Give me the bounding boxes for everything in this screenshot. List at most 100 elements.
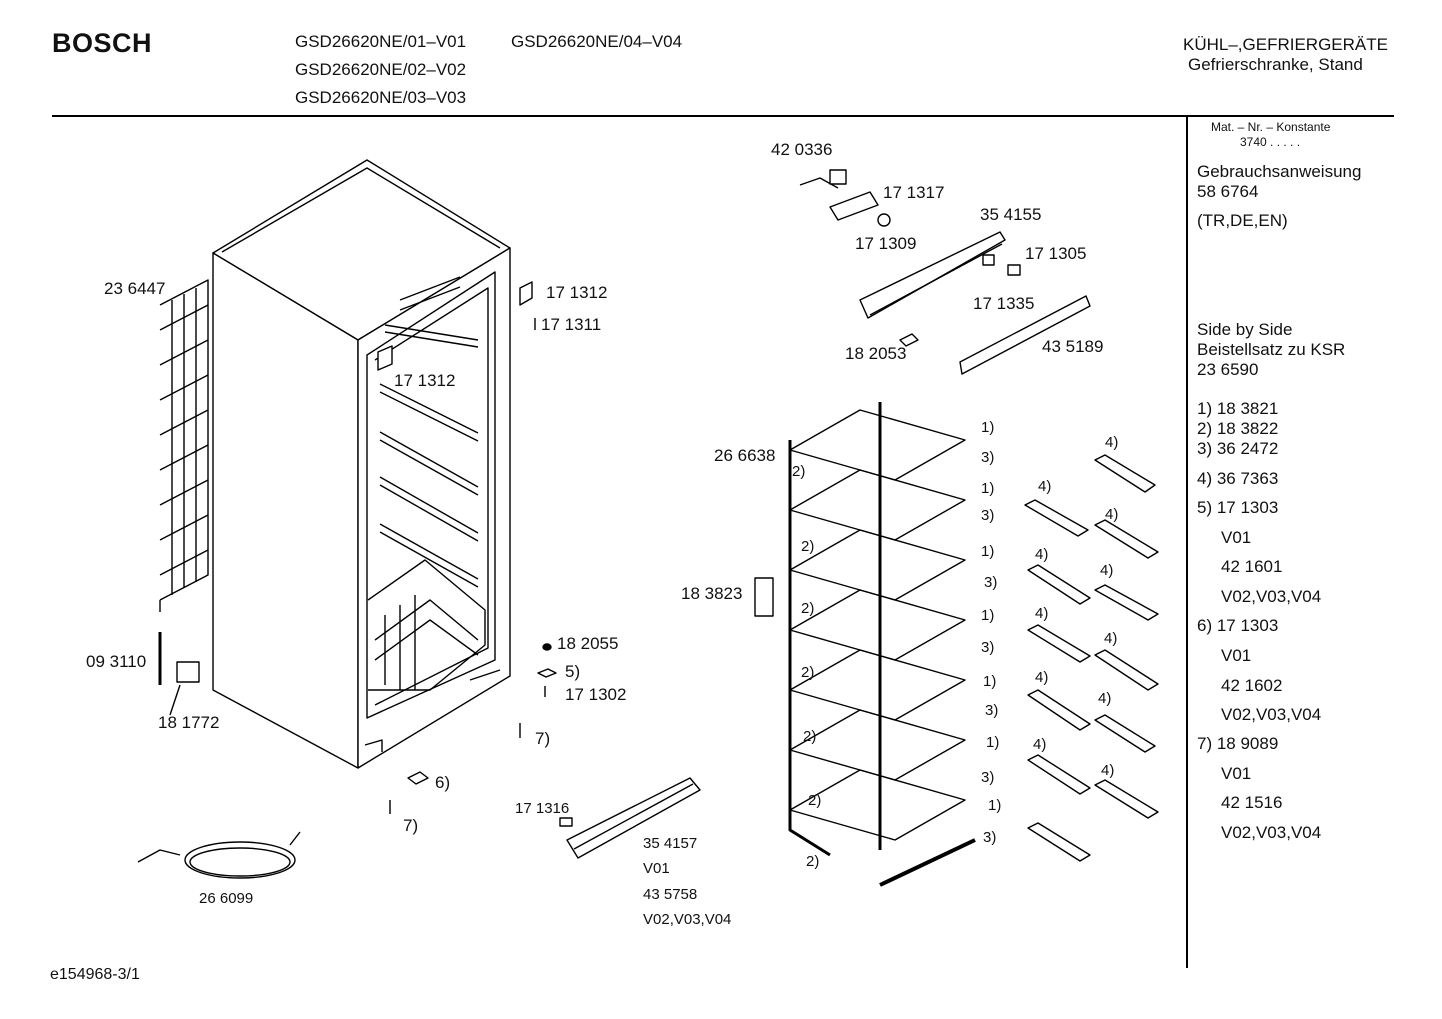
control-panel-parts bbox=[799, 169, 1091, 375]
callout: 1) bbox=[986, 734, 1000, 751]
part-label: 35 4157 bbox=[643, 835, 698, 852]
callout: 4) bbox=[1033, 736, 1047, 753]
note-item: 3) 36 2472 bbox=[1197, 439, 1279, 458]
rack-clips bbox=[1024, 454, 1159, 862]
callout: 3) bbox=[985, 702, 999, 719]
note-item: 7) 18 9089 bbox=[1197, 734, 1279, 753]
callout: 4) bbox=[1035, 605, 1049, 622]
part-label: 43 5758 bbox=[643, 886, 698, 903]
part-label: 17 1335 bbox=[973, 294, 1035, 313]
model-number: GSD26620NE/04–V04 bbox=[511, 32, 683, 51]
callout: 1) bbox=[988, 797, 1002, 814]
callout: 4) bbox=[1105, 506, 1119, 523]
callout: 3) bbox=[983, 829, 997, 846]
part-label: 17 1317 bbox=[883, 183, 945, 202]
model-number: GSD26620NE/02–V02 bbox=[295, 60, 467, 79]
part-label: 5) bbox=[565, 662, 581, 681]
note-item: V02,V03,V04 bbox=[1221, 705, 1322, 724]
part-label: 7) bbox=[535, 729, 551, 748]
part-label: 17 1309 bbox=[855, 234, 917, 253]
part-label: 7) bbox=[403, 816, 419, 835]
note-item: 2) 18 3822 bbox=[1197, 419, 1279, 438]
note-item: 42 1602 bbox=[1221, 676, 1283, 695]
callout: 2) bbox=[801, 600, 815, 617]
part-label: 35 4155 bbox=[980, 205, 1042, 224]
model-number: GSD26620NE/01–V01 bbox=[295, 32, 467, 51]
part-label: 18 2053 bbox=[845, 344, 907, 363]
part-label: 17 1312 bbox=[394, 371, 456, 390]
callout: 4) bbox=[1098, 690, 1112, 707]
callout: 1) bbox=[981, 480, 995, 497]
evaporator-racks bbox=[754, 402, 976, 887]
callout: 4) bbox=[1035, 669, 1049, 686]
model-number: GSD26620NE/03–V03 bbox=[295, 88, 467, 107]
manual-number: 58 6764 bbox=[1197, 182, 1259, 201]
part-label: 6) bbox=[435, 773, 451, 792]
callout: 4) bbox=[1105, 434, 1119, 451]
rack-holder-part bbox=[754, 577, 774, 617]
drawing-id: e154968-3/1 bbox=[50, 966, 140, 983]
part-label: 26 6099 bbox=[199, 890, 254, 907]
part-label: 17 1305 bbox=[1025, 244, 1087, 263]
part-label: 18 2055 bbox=[557, 634, 619, 653]
callout: 4) bbox=[1104, 630, 1118, 647]
callout: 3) bbox=[981, 449, 995, 466]
note-item: V01 bbox=[1221, 764, 1252, 783]
note-item: 5) 17 1303 bbox=[1197, 498, 1279, 517]
relay-part bbox=[176, 661, 200, 683]
part-label: 17 1302 bbox=[565, 685, 627, 704]
part-label: 26 6638 bbox=[714, 446, 776, 465]
note-item: V01 bbox=[1221, 528, 1252, 547]
part-label: 43 5189 bbox=[1042, 337, 1104, 356]
callout: 4) bbox=[1038, 478, 1052, 495]
category-subtitle: Gefrierschranke, Stand bbox=[1188, 55, 1363, 74]
callout: 4) bbox=[1035, 546, 1049, 563]
part-label: 18 3823 bbox=[681, 584, 743, 603]
callout: 2) bbox=[806, 853, 820, 870]
callout: 1) bbox=[981, 543, 995, 560]
part-label: 23 6447 bbox=[104, 279, 166, 298]
part-label: 42 0336 bbox=[771, 140, 833, 159]
callout: 4) bbox=[1101, 762, 1115, 779]
note-item: 4) 36 7363 bbox=[1197, 469, 1279, 488]
callout: 1) bbox=[983, 673, 997, 690]
manual-label: Gebrauchsanweisung bbox=[1197, 162, 1362, 181]
note-item: 42 1516 bbox=[1221, 793, 1283, 812]
power-cord bbox=[137, 831, 301, 879]
sbs-number: 23 6590 bbox=[1197, 360, 1259, 379]
callout: 3) bbox=[984, 574, 998, 591]
brand-logo: BOSCH bbox=[52, 28, 153, 58]
note-item: V01 bbox=[1221, 646, 1252, 665]
callout: 4) bbox=[1100, 562, 1114, 579]
callout: 1) bbox=[981, 607, 995, 624]
callout: 2) bbox=[808, 792, 822, 809]
cabinet-body bbox=[212, 159, 511, 769]
condenser-coil bbox=[159, 279, 209, 612]
note-item: 6) 17 1303 bbox=[1197, 616, 1279, 635]
part-label: V02,V03,V04 bbox=[643, 911, 732, 928]
callout: 2) bbox=[801, 664, 815, 681]
part-label: V01 bbox=[643, 860, 670, 877]
category-title: KÜHL–,GEFRIERGERÄTE bbox=[1183, 35, 1388, 54]
note-item: 42 1601 bbox=[1221, 557, 1283, 576]
part-label: 17 1316 bbox=[515, 800, 570, 817]
sidebar-divider bbox=[1186, 117, 1188, 968]
callout: 1) bbox=[981, 419, 995, 436]
callout: 3) bbox=[981, 507, 995, 524]
note-item: V02,V03,V04 bbox=[1221, 823, 1322, 842]
part-label: 18 1772 bbox=[158, 713, 220, 732]
sbs-title: Side by Side bbox=[1197, 320, 1293, 339]
mat-label: Mat. – Nr. – Konstante bbox=[1211, 120, 1331, 134]
callout: 2) bbox=[801, 538, 815, 555]
sbs-subtitle: Beistellsatz zu KSR bbox=[1197, 340, 1346, 359]
callout: 3) bbox=[981, 769, 995, 786]
manual-languages: (TR,DE,EN) bbox=[1197, 211, 1288, 230]
callout: 2) bbox=[792, 463, 806, 480]
note-item: V02,V03,V04 bbox=[1221, 587, 1322, 606]
hinge-parts bbox=[377, 281, 557, 814]
header-divider bbox=[52, 115, 1394, 117]
note-item: 1) 18 3821 bbox=[1197, 399, 1279, 418]
part-label: 09 3110 bbox=[86, 652, 147, 671]
part-label: 17 1312 bbox=[546, 283, 608, 302]
